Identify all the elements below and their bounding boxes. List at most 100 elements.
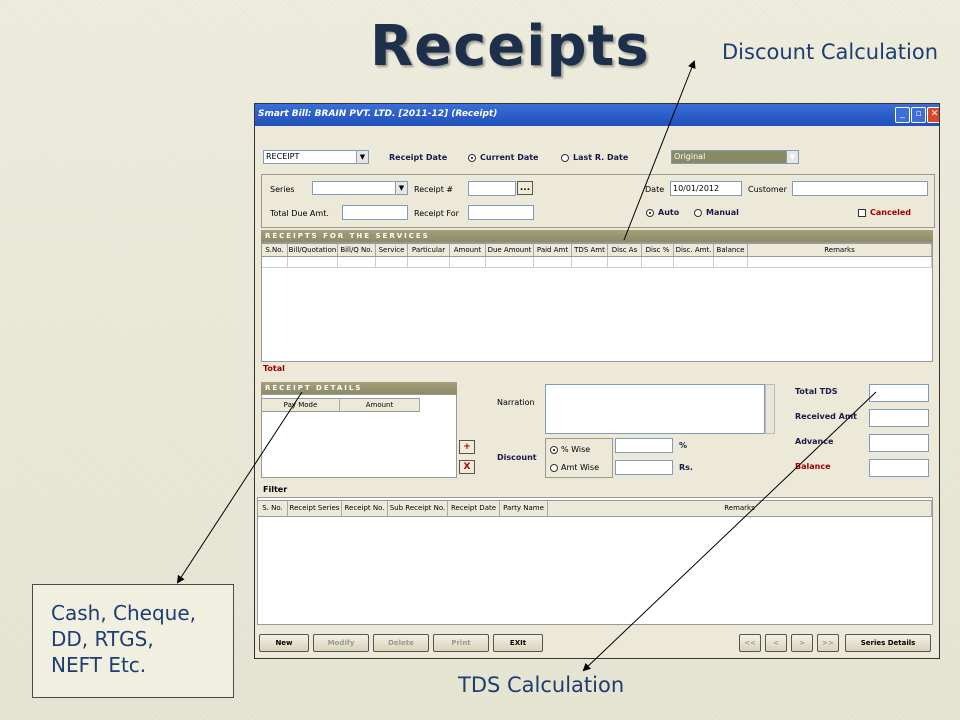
amt-wise-radio[interactable]: [550, 464, 558, 472]
discount-pct-input[interactable]: [615, 438, 673, 453]
received-amt-label: Received Amt: [795, 412, 857, 421]
col-header[interactable]: S. No.: [258, 501, 288, 516]
status-value: Original: [674, 152, 706, 161]
col-header[interactable]: Disc As: [608, 244, 642, 256]
auto-label: Auto: [658, 208, 680, 217]
col-header[interactable]: Remarks: [748, 244, 932, 256]
chevron-down-icon: ▼: [356, 151, 368, 163]
auto-radio[interactable]: [646, 209, 654, 217]
receipt-type-select[interactable]: RECEIPT ▼: [263, 150, 369, 164]
window-titlebar: Smart Bill: BRAIN PVT. LTD. [2011-12] (R…: [255, 104, 939, 126]
col-header[interactable]: Remarks: [548, 501, 932, 516]
col-header[interactable]: Bill/Quotation: [288, 244, 338, 256]
modify-button[interactable]: Modify: [313, 634, 369, 652]
receipt-date-label: Receipt Date: [389, 153, 448, 162]
advance-input[interactable]: [869, 434, 929, 452]
restore-button[interactable]: ▫: [911, 107, 926, 123]
total-due-input[interactable]: [342, 205, 408, 220]
col-header[interactable]: Receipt Date: [448, 501, 500, 516]
add-paymode-button[interactable]: +: [459, 440, 475, 454]
date-input[interactable]: 10/01/2012: [670, 181, 742, 196]
col-header[interactable]: Sub Receipt No.: [388, 501, 448, 516]
receipt-for-input[interactable]: [468, 205, 534, 220]
balance-label: Balance: [795, 462, 831, 471]
series-label: Series: [270, 185, 295, 194]
discount-mode-panel: % Wise Amt Wise: [545, 438, 613, 478]
col-header[interactable]: Paid Amt: [534, 244, 572, 256]
paymode-grid-header: Pay Mode Amount: [262, 398, 420, 412]
col-header[interactable]: S.No.: [262, 244, 288, 256]
status-select[interactable]: Original ▼: [671, 150, 799, 164]
date-label: Date: [645, 185, 665, 194]
receipt-no-label: Receipt #: [414, 185, 454, 194]
narration-textarea[interactable]: [545, 384, 765, 434]
col-header[interactable]: Due Amount: [486, 244, 534, 256]
col-header[interactable]: Service: [376, 244, 408, 256]
customer-input[interactable]: [792, 181, 928, 196]
paymode-callout-box: Cash, Cheque, DD, RTGS, NEFT Etc.: [32, 584, 234, 698]
slide-title: Receipts: [370, 14, 650, 79]
current-date-radio[interactable]: [468, 154, 476, 162]
chevron-down-icon: ▼: [786, 151, 798, 163]
customer-label: Customer: [748, 185, 787, 194]
col-header[interactable]: Disc %: [642, 244, 674, 256]
next-record-button[interactable]: >: [791, 634, 813, 652]
last-record-button[interactable]: >>: [817, 634, 839, 652]
col-header[interactable]: Bill/Q No.: [338, 244, 376, 256]
table-row[interactable]: [262, 257, 932, 268]
print-button[interactable]: Print: [433, 634, 489, 652]
col-header[interactable]: Party Name: [500, 501, 548, 516]
minimize-button[interactable]: _: [895, 107, 910, 123]
receipt-type-value: RECEIPT: [266, 152, 300, 161]
receipt-no-input[interactable]: [468, 181, 516, 196]
manual-label: Manual: [706, 208, 739, 217]
prev-record-button[interactable]: <: [765, 634, 787, 652]
current-date-label: Current Date: [480, 153, 539, 162]
close-button[interactable]: ✕: [927, 107, 939, 123]
total-tds-input[interactable]: [869, 384, 929, 402]
filter-label: Filter: [263, 485, 288, 494]
discount-callout: Discount Calculation: [722, 40, 939, 64]
new-button[interactable]: New: [259, 634, 309, 652]
pct-symbol: %: [679, 441, 688, 450]
cancelled-label: Canceled: [870, 208, 912, 217]
series-select[interactable]: ▼: [312, 181, 408, 195]
discount-amt-input[interactable]: [615, 460, 673, 475]
delete-button[interactable]: Delete: [373, 634, 429, 652]
receipt-no-lookup-button[interactable]: ...: [517, 181, 533, 195]
narration-label: Narration: [497, 398, 535, 407]
col-header[interactable]: Disc. Amt.: [674, 244, 714, 256]
col-header[interactable]: Particular: [408, 244, 450, 256]
col-header[interactable]: TDS Amt: [572, 244, 608, 256]
receipts-list-header: S. No. Receipt Series Receipt No. Sub Re…: [258, 500, 932, 517]
total-due-label: Total Due Amt.: [270, 209, 329, 218]
receipt-form-panel: Series ▼ Receipt # ... Date 10/01/2012 C…: [261, 174, 935, 228]
pct-wise-label: % Wise: [561, 445, 591, 454]
discount-label: Discount: [497, 453, 537, 462]
remove-paymode-button[interactable]: X: [459, 460, 475, 474]
narration-scrollbar[interactable]: [765, 384, 775, 434]
chevron-down-icon: ▼: [395, 182, 407, 194]
col-header[interactable]: Amount: [450, 244, 486, 256]
col-header[interactable]: Balance: [714, 244, 748, 256]
total-tds-label: Total TDS: [795, 387, 838, 396]
cancelled-checkbox[interactable]: [858, 209, 866, 217]
first-record-button[interactable]: <<: [739, 634, 761, 652]
receipt-details-section-header: RECEIPT DETAILS: [261, 382, 457, 394]
paymode-callout-line: Cash, Cheque,: [51, 601, 197, 625]
col-header[interactable]: Amount: [340, 399, 420, 411]
series-details-button[interactable]: Series Details: [845, 634, 931, 652]
exit-button[interactable]: EXIt: [493, 634, 543, 652]
paymode-callout-line: NEFT Etc.: [51, 653, 147, 677]
pct-wise-radio[interactable]: [550, 446, 558, 454]
receipt-window: Smart Bill: BRAIN PVT. LTD. [2011-12] (R…: [254, 103, 940, 659]
received-amt-input[interactable]: [869, 409, 929, 427]
col-header[interactable]: Receipt No.: [342, 501, 388, 516]
last-r-date-radio[interactable]: [561, 154, 569, 162]
last-r-date-label: Last R. Date: [573, 153, 629, 162]
window-title: Smart Bill: BRAIN PVT. LTD. [2011-12] (R…: [258, 109, 498, 119]
col-header[interactable]: Receipt Series: [288, 501, 342, 516]
balance-input[interactable]: [869, 459, 929, 477]
manual-radio[interactable]: [694, 209, 702, 217]
col-header[interactable]: Pay Mode: [262, 399, 340, 411]
